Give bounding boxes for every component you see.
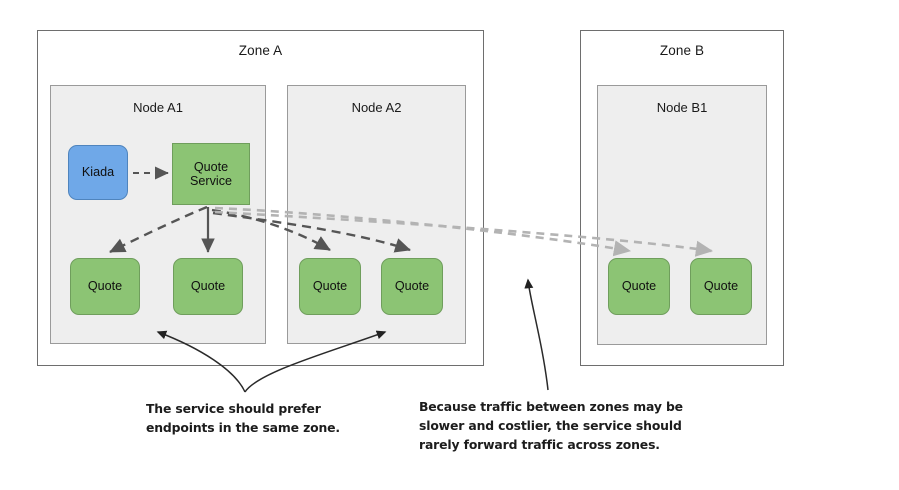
pod-a1-2[interactable]: Quote bbox=[173, 258, 243, 315]
pod-a2-1[interactable]: Quote bbox=[299, 258, 361, 315]
caption-same-zone: The service should prefer endpoints in t… bbox=[146, 401, 340, 435]
zone-b-title: Zone B bbox=[659, 43, 705, 58]
pod-b1-1[interactable]: Quote bbox=[608, 258, 670, 315]
pod-a1-1[interactable]: Quote bbox=[70, 258, 140, 315]
workload-kiada[interactable]: Kiada bbox=[68, 145, 128, 200]
caption-cross-zone: Because traffic between zones may be slo… bbox=[419, 399, 683, 452]
node-b1-title: Node B1 bbox=[656, 100, 708, 115]
node-a1-title: Node A1 bbox=[133, 100, 183, 115]
callout-pointer-right bbox=[524, 278, 549, 391]
zone-a-title: Zone A bbox=[238, 43, 283, 58]
pod-a2-2[interactable]: Quote bbox=[381, 258, 443, 315]
workload-quote-service[interactable]: Quote Service bbox=[172, 143, 250, 205]
pod-b1-2[interactable]: Quote bbox=[690, 258, 752, 315]
quote-service-label: Quote Service bbox=[190, 159, 232, 188]
node-a2-title: Node A2 bbox=[351, 100, 402, 115]
